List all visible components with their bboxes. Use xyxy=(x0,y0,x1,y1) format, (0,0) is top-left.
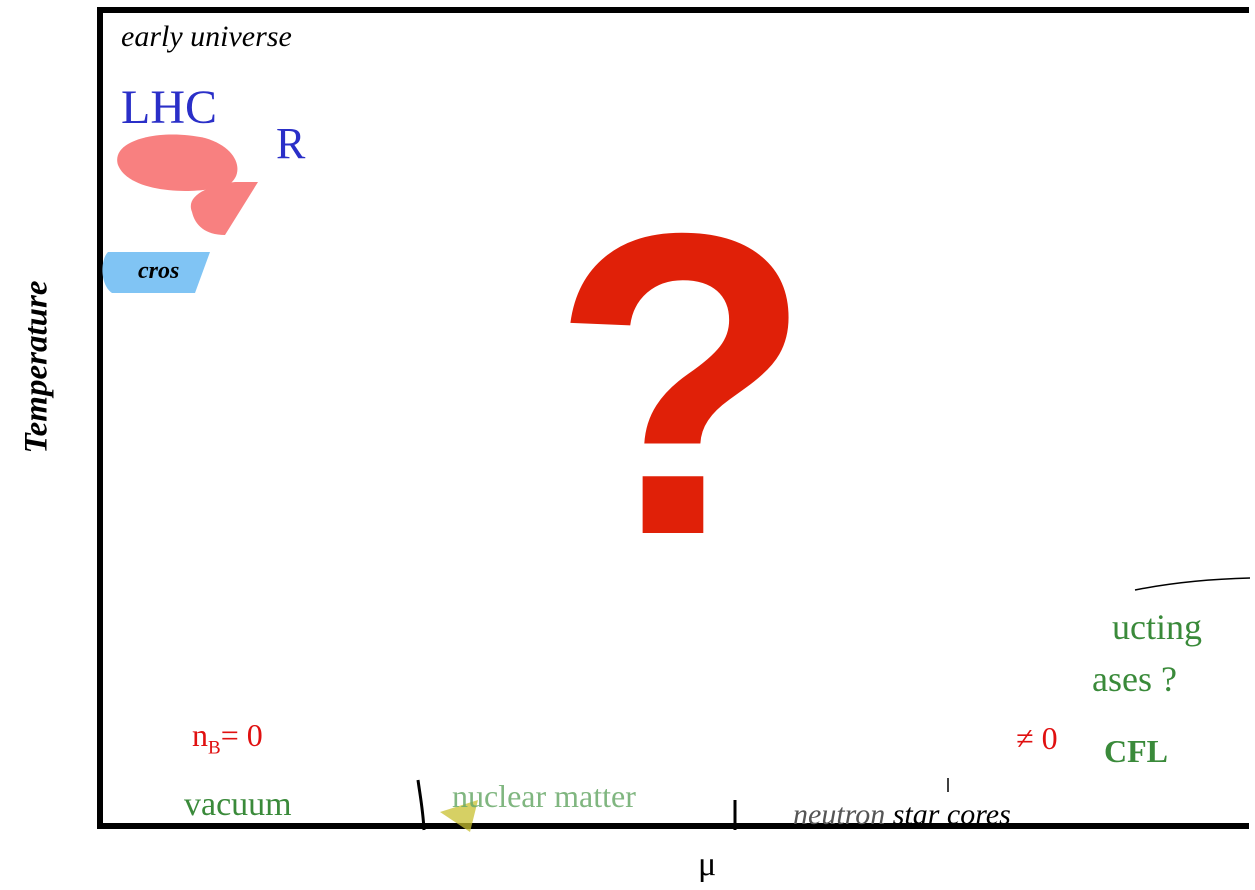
early-universe-label: early universe xyxy=(121,20,292,53)
crossover-label-partial: cros xyxy=(138,258,180,284)
phase-diagram-frame xyxy=(97,7,1249,829)
nb-zero-label: nB= 0 xyxy=(192,717,263,759)
nb-subscript: B xyxy=(208,737,221,759)
cfl-label: CFL xyxy=(1104,733,1168,769)
superconducting-label-partial: ucting xyxy=(1112,607,1202,647)
nb-symbol: n xyxy=(192,717,208,753)
y-axis-label: Temperature xyxy=(18,280,55,454)
x-axis-label: μ xyxy=(698,846,717,883)
star-cores-words: star cores xyxy=(892,798,1011,831)
phases-label-partial: ases ? xyxy=(1092,659,1177,699)
neutron-star-cores-label: neutron star cores xyxy=(793,798,1011,832)
vacuum-label: vacuum xyxy=(184,786,292,823)
question-mark: ? xyxy=(550,145,814,625)
neutron-word: neutron xyxy=(793,798,886,831)
lhc-label: LHC xyxy=(121,81,217,134)
rhic-collision-blob xyxy=(190,182,258,235)
rhic-label-partial: R xyxy=(276,119,306,168)
nuclear-matter-boundary-left xyxy=(416,779,426,831)
nuclear-matter-label: nuclear matter xyxy=(452,778,636,814)
crossover-band xyxy=(102,252,210,293)
nb-nonzero-label: ≠ 0 xyxy=(1016,720,1058,756)
phase-boundary-curve xyxy=(1134,577,1251,591)
nuclear-matter-marker xyxy=(440,800,478,832)
lhc-collision-blob xyxy=(117,134,238,191)
nb-equals-zero: = 0 xyxy=(220,717,263,753)
